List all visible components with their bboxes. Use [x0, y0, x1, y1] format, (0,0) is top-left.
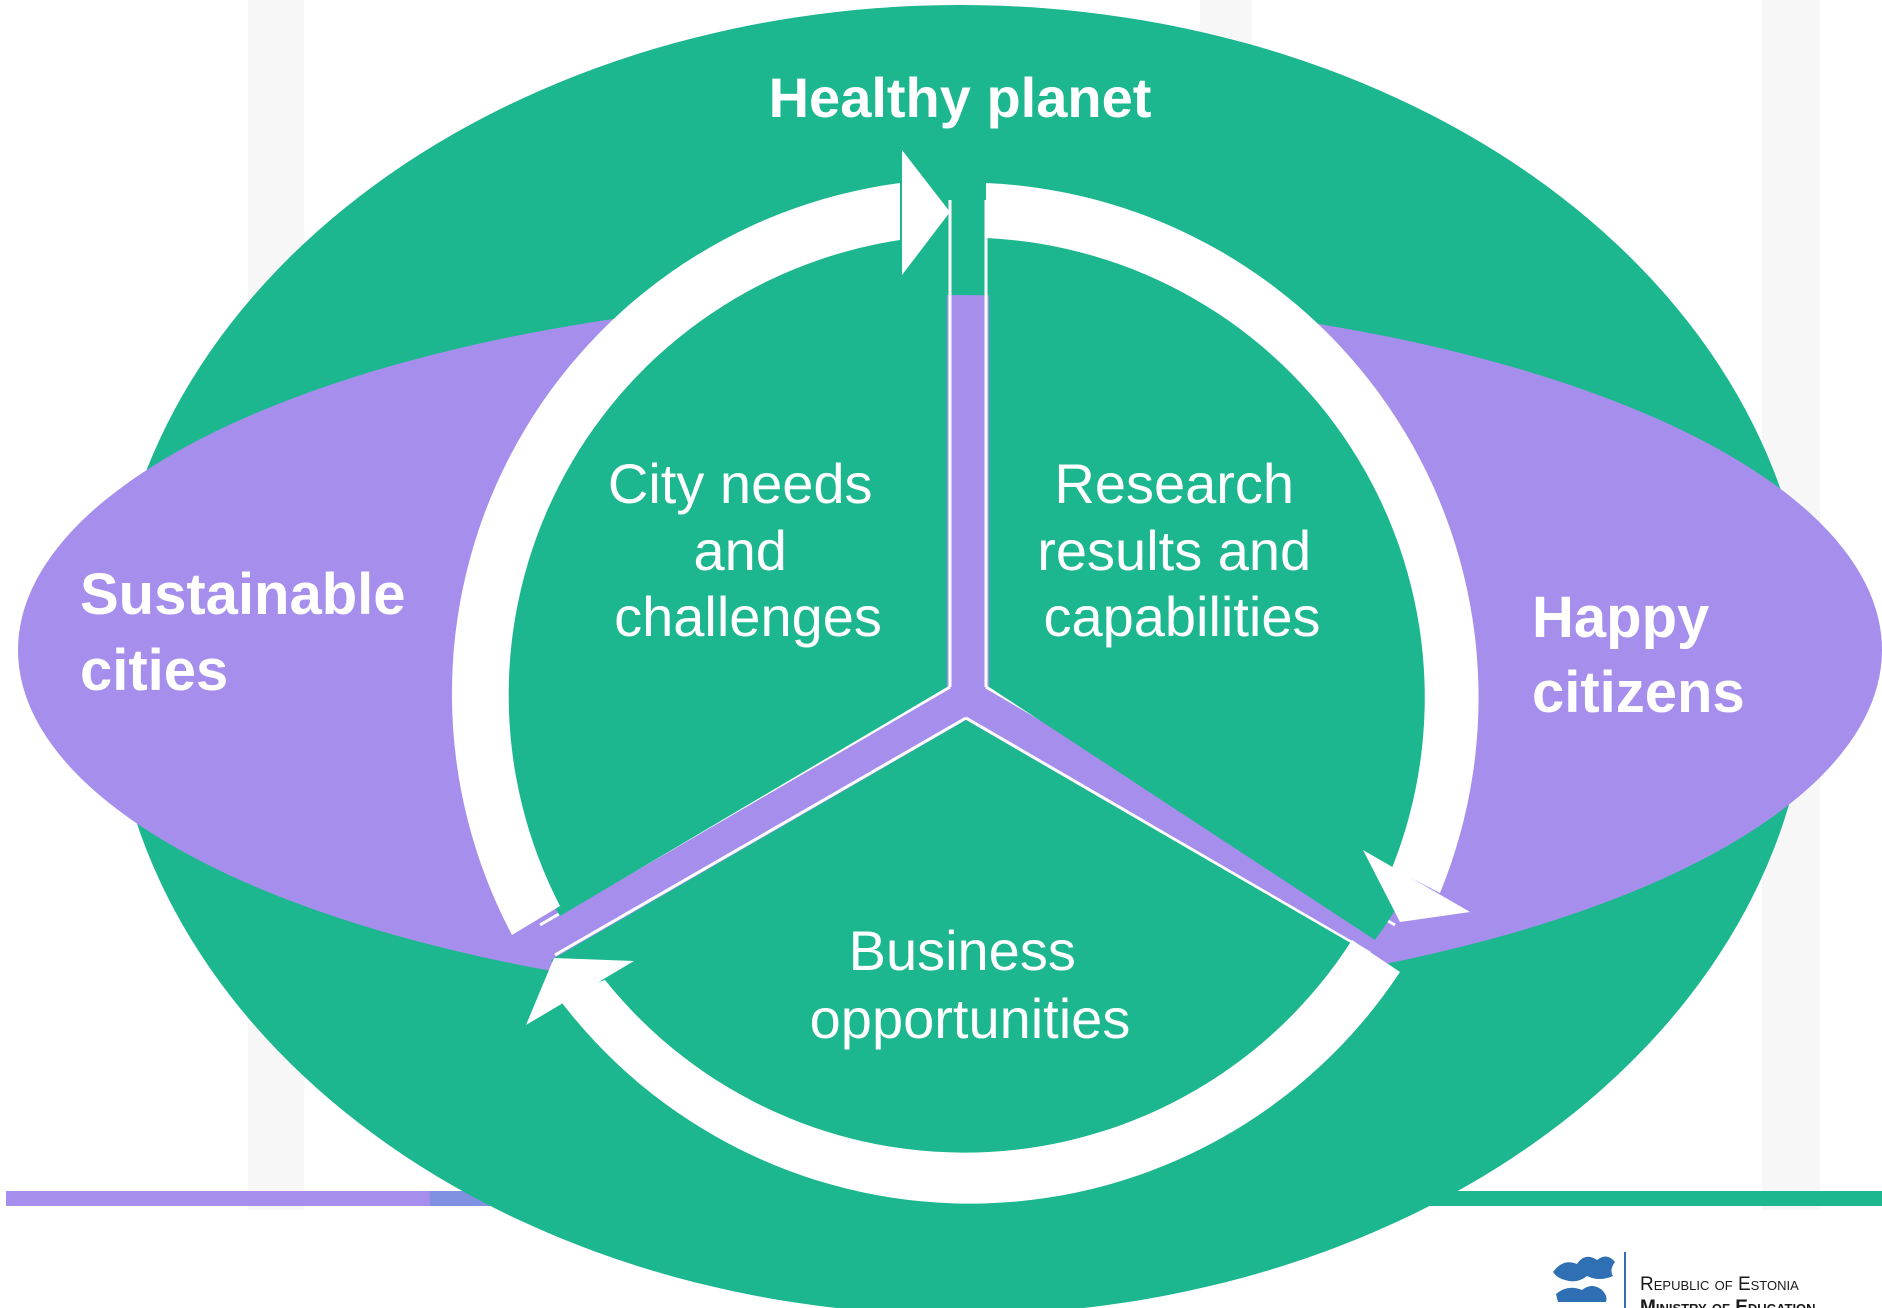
cycle-ring — [451, 150, 1479, 1204]
segment-label-city-needs: City needs and challenges — [608, 452, 888, 648]
ring-arc-left — [451, 183, 900, 935]
segment-label-business: Business opportunities — [810, 919, 1131, 1050]
segment-label-research: Research results and capabilities — [1037, 452, 1327, 648]
label-sustainable-cities: Sustainable cities — [80, 562, 422, 703]
divider-bar-green — [1410, 1191, 1882, 1206]
label-healthy-planet: Healthy planet — [769, 66, 1152, 129]
ring-arc-right — [986, 183, 1479, 893]
segment-business — [551, 720, 1380, 1215]
label-happy-citizens: Happy citizens — [1532, 585, 1745, 725]
logo-line-ministry: Ministry of Education — [1640, 1297, 1816, 1308]
logo-line-republic: Republic of Estonia — [1640, 1274, 1799, 1295]
arrowhead-right-icon — [1363, 850, 1470, 922]
ministry-logo: Republic of Estonia Ministry of Educatio… — [1553, 1252, 1816, 1308]
logo-divider — [1624, 1252, 1626, 1308]
ring-arc-bottom — [556, 940, 1400, 1204]
arrowhead-bottom-left-icon — [526, 958, 634, 1025]
arrowhead-top-icon — [902, 150, 950, 275]
estonian-lions-icon — [1553, 1256, 1615, 1302]
